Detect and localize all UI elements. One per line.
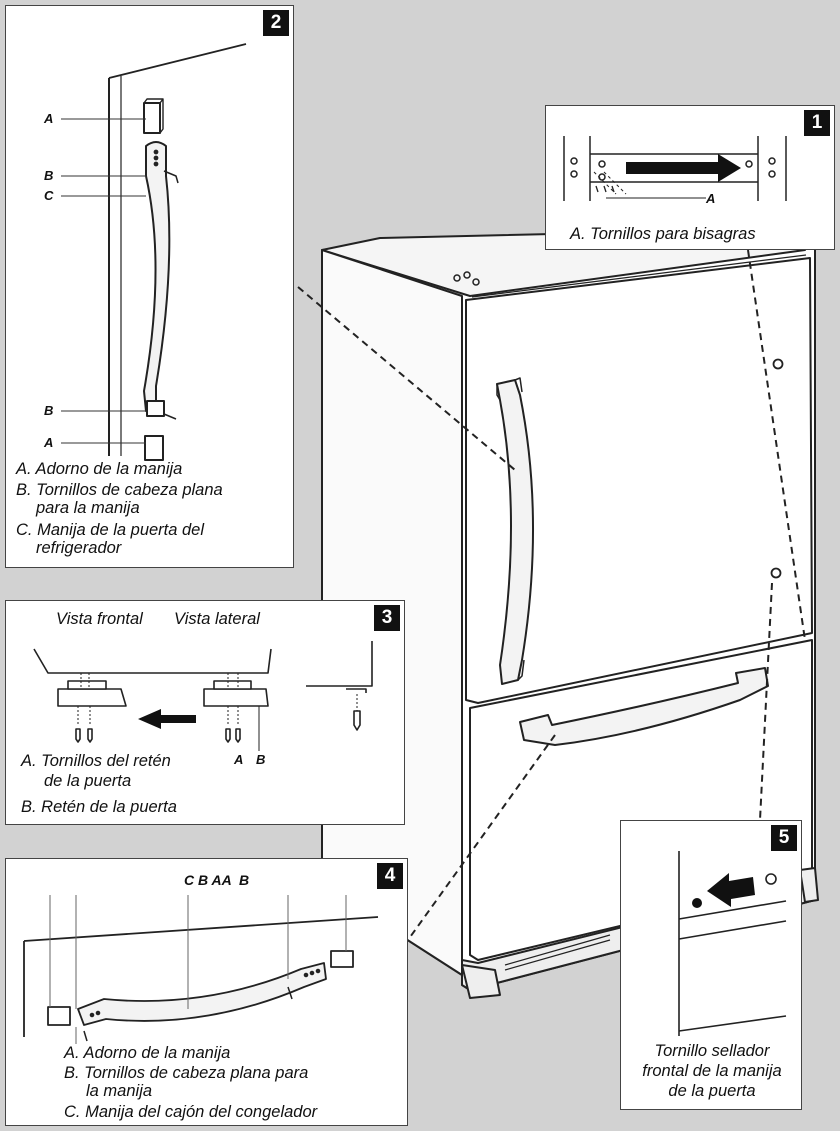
caption-line-4: C. Manija del cajón del congelador <box>64 1103 318 1121</box>
step-number-badge: 1 <box>804 110 830 136</box>
label-a: A <box>706 191 716 206</box>
caption-line-1: A. Tornillos del retén <box>21 752 171 770</box>
caption-line-1: A. Adorno de la manija <box>16 460 183 478</box>
label-b-bottom: B <box>44 403 54 418</box>
caption-line-2: de la puerta <box>44 772 132 790</box>
step-number-badge: 2 <box>263 10 289 36</box>
top-labels: C B AA B <box>184 872 250 888</box>
front-view-label: Vista frontal <box>56 610 143 628</box>
panel-1-hinge-screws: 1 A A. Tornillos para bisagras <box>545 105 835 250</box>
side-view-label: Vista lateral <box>174 610 260 628</box>
caption: A. Tornillos para bisagras <box>570 225 756 243</box>
label-a: A <box>234 752 244 767</box>
label-b-top: B <box>44 168 54 183</box>
freezer-handle-exploded-view <box>23 895 379 1044</box>
step-number-badge: 3 <box>374 605 400 631</box>
caption-line-1: A. Adorno de la manija <box>64 1044 231 1062</box>
caption-line-3: para la manija <box>36 499 140 517</box>
panel-4-freezer-handle: 4 C B AA B A. Adorno de la manija B. Tor… <box>5 858 408 1126</box>
panel-3-door-stop: 3 Vista frontal Vista lateral A B A. Tor… <box>5 600 405 825</box>
panel-5-front-seal-screw: 5 Tornillo sellador frontal de la manija… <box>620 820 802 1110</box>
caption-line-3: de la puerta <box>668 1082 756 1100</box>
label-a-top: A <box>44 111 54 126</box>
caption-line-5: refrigerador <box>36 539 122 557</box>
panel-2-refrigerator-handle: 2 A B C B A A. Adorno de la manija B. To… <box>5 5 294 568</box>
door-handle-exploded-view <box>61 43 247 461</box>
caption-line-3: la manija <box>86 1082 153 1100</box>
label-b: B <box>256 752 266 767</box>
door-stop-diagram <box>33 641 373 751</box>
caption-line-2: B. Tornillos de cabeza plana <box>16 481 223 499</box>
caption-line-2: B. Tornillos de cabeza plana para <box>64 1064 309 1082</box>
caption-line-3: B. Retén de la puerta <box>21 798 177 816</box>
step-number-badge: 4 <box>377 863 403 889</box>
freezer-handle <box>519 667 769 746</box>
caption-line-4: C. Manija de la puerta del <box>16 521 205 539</box>
front-seal-screw-diagram <box>678 851 787 1036</box>
label-a-bottom: A <box>44 435 54 450</box>
caption-line-1: Tornillo sellador <box>654 1042 770 1060</box>
caption-line-2: frontal de la manija <box>642 1062 782 1080</box>
hinge-diagram <box>563 136 787 201</box>
label-c: C <box>44 188 54 203</box>
step-number-badge: 5 <box>771 825 797 851</box>
